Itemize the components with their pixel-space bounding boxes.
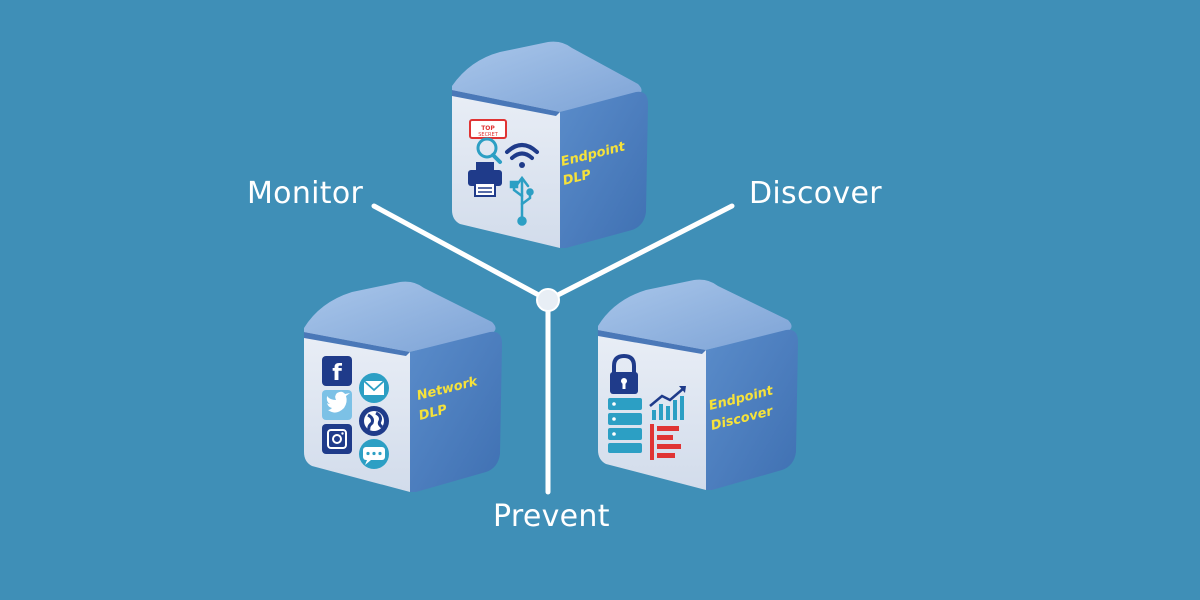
instagram-icon: [322, 424, 352, 454]
cube-top-face: [304, 281, 496, 352]
report-bars-icon: [650, 424, 681, 460]
cube-top-face: [598, 279, 792, 350]
cube-side-face: [560, 91, 648, 248]
discover-label: Discover: [749, 176, 882, 211]
monitor-label: Monitor: [247, 176, 364, 211]
cube-network-dlp: f Network: [304, 281, 502, 492]
svg-text:f: f: [332, 361, 342, 386]
prevent-label: Prevent: [493, 499, 610, 534]
printer-icon: [468, 162, 502, 197]
chat-icon: [359, 439, 389, 469]
twitter-icon: [322, 390, 352, 420]
growth-chart-icon: [649, 386, 686, 420]
center-node: [536, 288, 560, 312]
endpoint-dlp-caption-line2: DLP: [561, 167, 593, 189]
cube-top-face: [452, 41, 642, 112]
lock-icon: [610, 353, 638, 394]
cube-side-face: [410, 331, 502, 492]
monitor-connector: [371, 203, 549, 302]
usb-icon: [509, 175, 534, 226]
tag-secret-text: SECRET: [478, 132, 498, 138]
connector-lines: [371, 203, 735, 495]
facebook-icon: f: [322, 356, 352, 386]
cube-side-face: [706, 329, 798, 490]
cube-front-face: [304, 332, 410, 492]
network-dlp-caption-line2: DLP: [417, 402, 449, 424]
database-icon: [608, 398, 642, 453]
cube-front-shadow: [598, 330, 706, 354]
cube-front-face: [452, 90, 560, 248]
cube-front-shadow: [452, 90, 560, 116]
discover-connector: [547, 203, 735, 302]
cube-endpoint-discover: Endpoint Discover: [598, 279, 798, 490]
wifi-icon: [505, 143, 539, 168]
cube-endpoint-dlp: TOP SECRET Endpoint DLP: [452, 41, 648, 248]
tag-top-text: TOP: [481, 125, 495, 132]
search-document-icon: TOP SECRET: [469, 119, 507, 164]
cube-front-shadow: [304, 332, 410, 356]
globe-icon: [359, 406, 389, 436]
email-icon: [359, 373, 389, 403]
